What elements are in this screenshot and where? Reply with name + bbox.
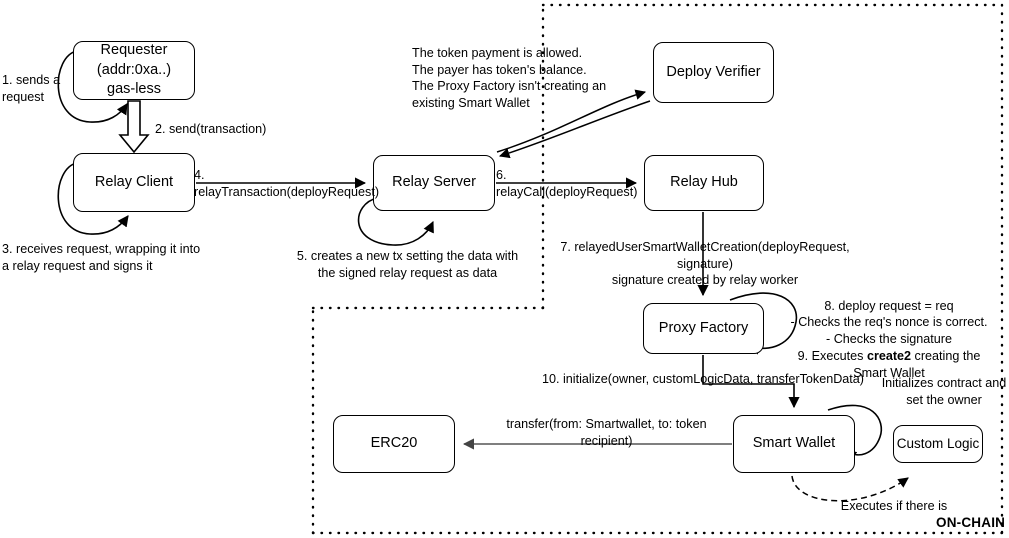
node-requester[interactable]: Requester (addr:0xa..) gas-less	[73, 41, 195, 100]
node-custom-logic[interactable]: Custom Logic	[893, 425, 983, 463]
node-relay-hub[interactable]: Relay Hub	[644, 155, 764, 211]
edge-label-step6: 6. relayCall(deployRequest)	[496, 168, 638, 199]
on-chain-zone-label: ON-CHAIN	[936, 515, 1006, 530]
annotation-deploy-verifier-conditions: The token payment is allowed. The payer …	[412, 46, 607, 111]
annotation-proxy-factory-steps-pre: 8. deploy request = req - Checks the req…	[790, 298, 988, 363]
edge-label-step1: 1. sends a request	[2, 73, 61, 104]
node-relay-server[interactable]: Relay Server	[373, 155, 495, 211]
edge-label-step4: 4. relayTransaction(deployRequest)	[194, 168, 380, 199]
edge-label-step10: 10. initialize(owner, customLogicData, t…	[542, 372, 864, 386]
annotation-proxy-factory-steps: 8. deploy request = req - Checks the req…	[775, 281, 1003, 381]
node-erc20[interactable]: ERC20	[333, 415, 455, 473]
node-relay-client[interactable]: Relay Client	[73, 153, 195, 212]
edge-label-transfer: transfer(from: Smartwallet, to: token re…	[506, 417, 707, 448]
node-smart-wallet[interactable]: Smart Wallet	[733, 415, 855, 473]
edge-label-step3: 3. receives request, wrapping it into a …	[2, 242, 201, 273]
edge-label-step7: 7. relayedUserSmartWalletCreation(deploy…	[560, 240, 850, 288]
node-proxy-factory[interactable]: Proxy Factory	[643, 303, 764, 354]
edge-requester-to-relay-client	[118, 100, 150, 154]
annotation-create2-keyword: create2	[866, 348, 912, 363]
edge-label-step2: 2. send(transaction)	[155, 122, 267, 136]
node-deploy-verifier[interactable]: Deploy Verifier	[653, 42, 774, 103]
edge-label-step5: 5. creates a new tx setting the data wit…	[296, 249, 519, 280]
annotation-executes-if-there-is: Executes if there is	[840, 499, 948, 513]
annotation-proxy-factory-steps-post: creating the Smart Wallet	[853, 348, 981, 380]
annotation-initializes-contract: Initializes contract and set the owner	[881, 376, 1007, 407]
